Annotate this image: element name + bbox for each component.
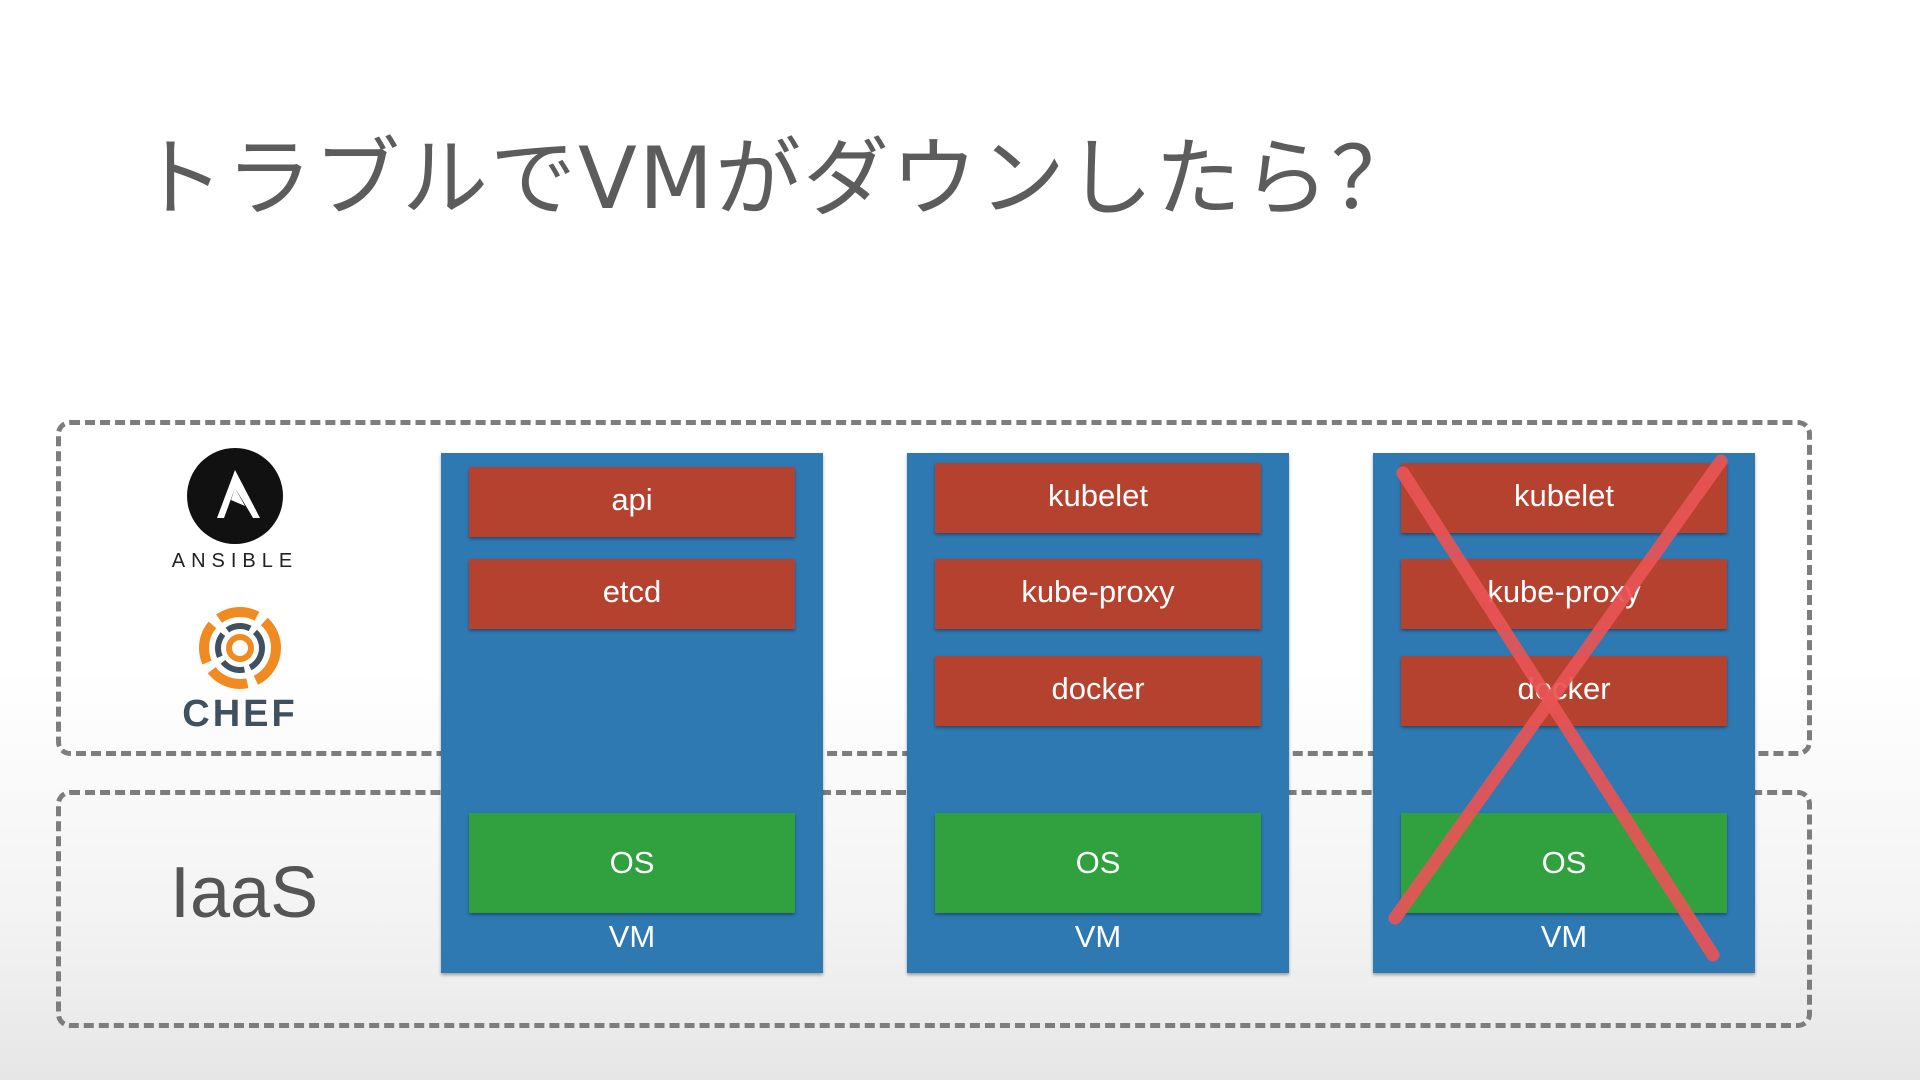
ansible-mark-icon <box>187 448 283 544</box>
chef-wordmark: CHEF <box>182 693 298 735</box>
os-layer: OS <box>1401 813 1727 913</box>
service-kubelet: kubelet <box>935 463 1261 533</box>
service-kube-proxy: kube-proxy <box>1401 559 1727 629</box>
vm-label: VM <box>1074 919 1122 954</box>
vm-label: VM <box>1540 919 1588 954</box>
vm-2: kubelet kube-proxy docker OS VM <box>907 453 1289 973</box>
service-api: api <box>469 467 795 537</box>
service-kube-proxy: kube-proxy <box>935 559 1261 629</box>
service-etcd: etcd <box>469 559 795 629</box>
chef-logo: CHEF <box>170 605 310 736</box>
service-docker: docker <box>1401 656 1727 726</box>
ansible-wordmark: ANSIBLE <box>171 550 299 572</box>
os-layer: OS <box>469 813 795 913</box>
vm-1: api etcd OS VM <box>441 453 823 973</box>
service-docker: docker <box>935 656 1261 726</box>
chef-mark-icon <box>199 607 281 689</box>
iaas-label: IaaS <box>170 853 319 933</box>
vm-label: VM <box>608 919 656 954</box>
service-kubelet: kubelet <box>1401 463 1727 533</box>
slide-title: トラブルでVMがダウンしたら？ <box>138 129 1420 229</box>
os-layer: OS <box>935 813 1261 913</box>
vm-3-down: kubelet kube-proxy docker OS VM <box>1373 453 1755 973</box>
ansible-logo: ANSIBLE <box>170 448 300 573</box>
